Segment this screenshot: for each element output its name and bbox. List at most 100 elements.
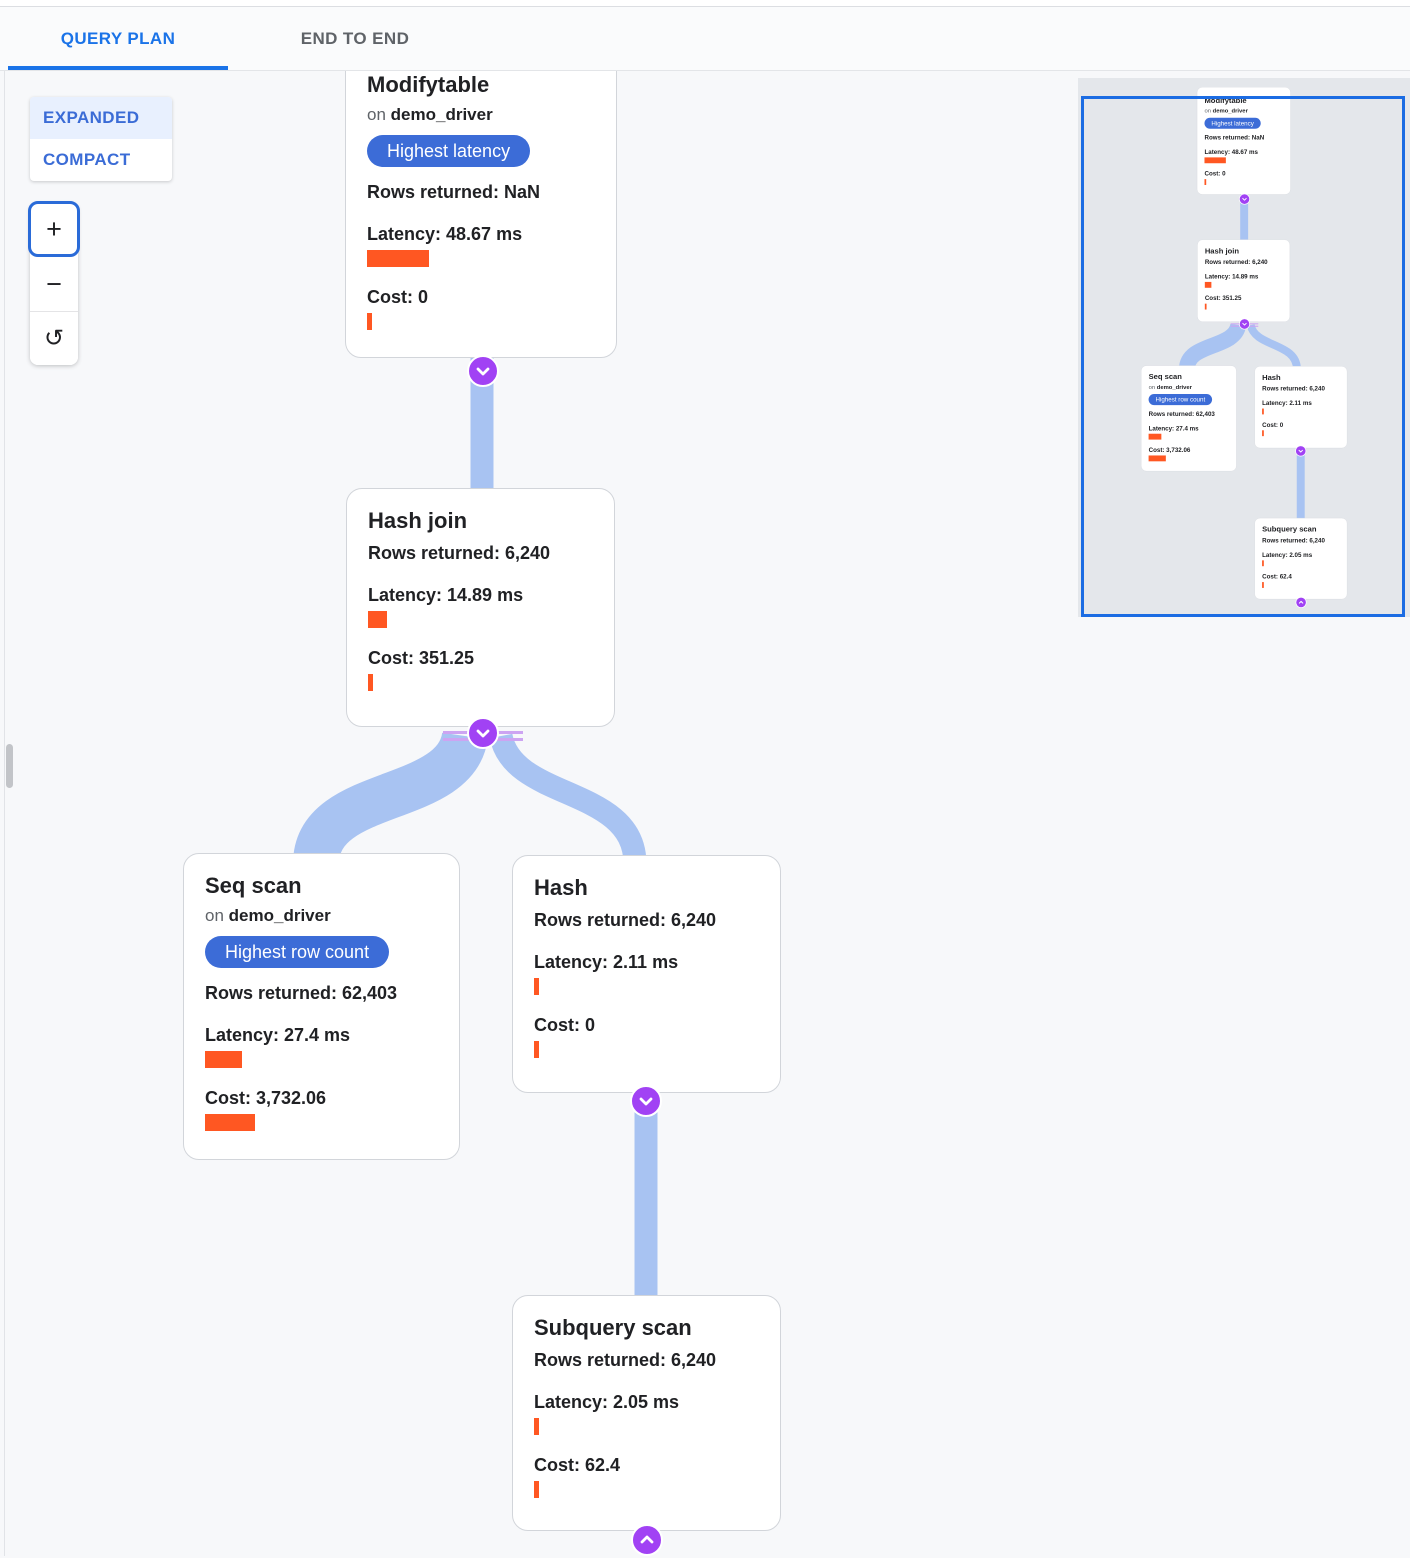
cost: Cost: 3,732.06 (205, 1088, 327, 1108)
latency: Latency: 27.4 ms (205, 1025, 351, 1045)
latency-bar (1148, 433, 1162, 440)
zoom-controls: + − ↺ (28, 201, 80, 365)
node-title: Seq scan (1148, 372, 1182, 381)
latency: Latency: 14.89 ms (1204, 272, 1259, 280)
rows-returned: Rows returned: 6,240 (1262, 385, 1325, 392)
highest-latency-badge: Highest latency (367, 135, 531, 167)
edge-hashjoin-seqscan (293, 730, 488, 867)
cost-bar (1148, 455, 1166, 462)
latency-bar (534, 978, 539, 995)
cost: Cost: 351.25 (1204, 294, 1242, 302)
zoom-reset-button[interactable]: ↺ (30, 311, 78, 365)
node-title: Subquery scan (1262, 524, 1317, 534)
cost-bar (205, 1114, 255, 1131)
rows-returned: Rows returned: 62,403 (205, 983, 398, 1003)
node-hash-join[interactable]: Hash join Rows returned: 6,240 Latency: … (1197, 239, 1291, 322)
latency-bar (1262, 560, 1264, 567)
cost: Cost: 62.4 (1262, 573, 1292, 581)
collapse-button-hash-join[interactable] (467, 717, 499, 749)
cost-bar (368, 674, 373, 691)
node-title: Hash (534, 875, 588, 900)
collapse-button-modifytable[interactable] (467, 355, 499, 387)
tab-query-plan-label: QUERY PLAN (60, 28, 176, 48)
node-seq-scan[interactable]: Seq scan on demo_driver Highest row coun… (183, 853, 460, 1160)
node-table: on demo_driver (1204, 107, 1248, 114)
highest-row-count-badge: Highest row count (205, 936, 390, 968)
collapse-button-hash[interactable] (1295, 445, 1307, 457)
cost: Cost: 62.4 (534, 1455, 621, 1475)
node-modifytable[interactable]: Modifytable on demo_driver Highest laten… (1196, 87, 1291, 195)
node-modifytable[interactable]: Modifytable on demo_driver Highest laten… (345, 46, 617, 358)
cost: Cost: 0 (534, 1015, 596, 1035)
cost: Cost: 0 (367, 287, 429, 307)
node-subquery-scan[interactable]: Subquery scan Rows returned: 6,240 Laten… (1254, 517, 1348, 600)
rows-returned: Rows returned: NaN (367, 182, 541, 202)
node-table: on demo_driver (205, 906, 331, 925)
latency: Latency: 2.11 ms (1262, 399, 1312, 407)
cost-bar (534, 1481, 539, 1498)
latency: Latency: 48.67 ms (367, 224, 523, 244)
left-divider (4, 7, 5, 1556)
node-table: on demo_driver (367, 105, 493, 124)
node-title: Subquery scan (534, 1315, 692, 1340)
chevron-up-icon (640, 1535, 654, 1544)
latency-bar (1262, 408, 1264, 415)
collapse-button-hash-join[interactable] (1238, 318, 1251, 330)
zoom-in-button[interactable]: + (28, 201, 80, 257)
latency-bar (1204, 281, 1212, 288)
edge-hashjoin-hash (489, 732, 647, 865)
vertical-scrollbar-thumb[interactable] (6, 744, 13, 788)
expanded-button[interactable]: EXPANDED (30, 97, 172, 139)
collapse-button-hash[interactable] (630, 1085, 662, 1117)
latency-bar (534, 1418, 539, 1435)
cost: Cost: 0 (1204, 170, 1226, 178)
collapse-button-modifytable[interactable] (1238, 193, 1251, 205)
latency: Latency: 2.11 ms (534, 952, 679, 972)
tab-query-plan[interactable]: QUERY PLAN (8, 7, 228, 70)
rows-returned: Rows returned: 6,240 (1262, 536, 1325, 544)
tab-bar: QUERY PLAN END TO END (0, 7, 1410, 71)
highest-row-count-badge: Highest row count (1148, 394, 1213, 406)
latency: Latency: 14.89 ms (368, 585, 524, 605)
cost-bar (534, 1041, 539, 1058)
expand-button-subquery-scan[interactable] (1295, 596, 1307, 608)
latency-bar (205, 1051, 242, 1068)
cost-bar (1262, 430, 1264, 437)
minus-icon: − (46, 268, 62, 299)
node-table: on demo_driver (1148, 383, 1192, 391)
node-hash[interactable]: Hash Rows returned: 6,240 Latency: 2.11 … (1254, 366, 1348, 449)
top-strip (0, 0, 1410, 7)
latency: Latency: 2.05 ms (534, 1392, 680, 1412)
latency: Latency: 27.4 ms (1148, 424, 1199, 432)
query-plan-diagram: Modifytable on demo_driver Highest laten… (1141, 87, 1348, 609)
view-mode-toggle: EXPANDED COMPACT (30, 97, 172, 181)
rows-returned: Rows returned: 6,240 (1204, 258, 1268, 266)
node-seq-scan[interactable]: Seq scan on demo_driver Highest row coun… (1141, 365, 1237, 472)
node-hash-join[interactable]: Hash join Rows returned: 6,240 Latency: … (346, 488, 615, 727)
minimap[interactable]: Modifytable on demo_driver Highest laten… (1078, 78, 1410, 617)
minimap-diagram: Modifytable on demo_driver Highest laten… (1141, 87, 1348, 609)
tab-end-to-end[interactable]: END TO END (250, 7, 460, 70)
chevron-down-icon (1242, 322, 1247, 326)
compact-button[interactable]: COMPACT (43, 150, 131, 169)
reset-icon: ↺ (43, 325, 65, 352)
rows-returned: Rows returned: 62,403 (1148, 410, 1215, 418)
expand-button-subquery-scan[interactable] (631, 1524, 663, 1556)
node-subquery-scan[interactable]: Subquery scan Rows returned: 6,240 Laten… (512, 1295, 781, 1531)
cost-bar (1204, 179, 1207, 185)
node-title: Modifytable (1204, 95, 1247, 105)
chevron-down-icon (476, 729, 490, 738)
node-hash[interactable]: Hash Rows returned: 6,240 Latency: 2.11 … (512, 855, 781, 1093)
latency-bar (1204, 157, 1226, 164)
edge-hashjoin-hash (1246, 323, 1301, 370)
node-title: Hash join (1204, 246, 1239, 256)
latency: Latency: 48.67 ms (1204, 148, 1258, 156)
cost: Cost: 0 (1262, 421, 1284, 429)
highest-latency-badge: Highest latency (1204, 117, 1261, 129)
latency-bar (367, 250, 429, 267)
latency-bar (368, 611, 387, 628)
node-title: Seq scan (205, 873, 302, 898)
plan-edges (293, 346, 658, 1308)
zoom-out-button[interactable]: − (30, 257, 78, 311)
cost: Cost: 351.25 (368, 648, 475, 668)
